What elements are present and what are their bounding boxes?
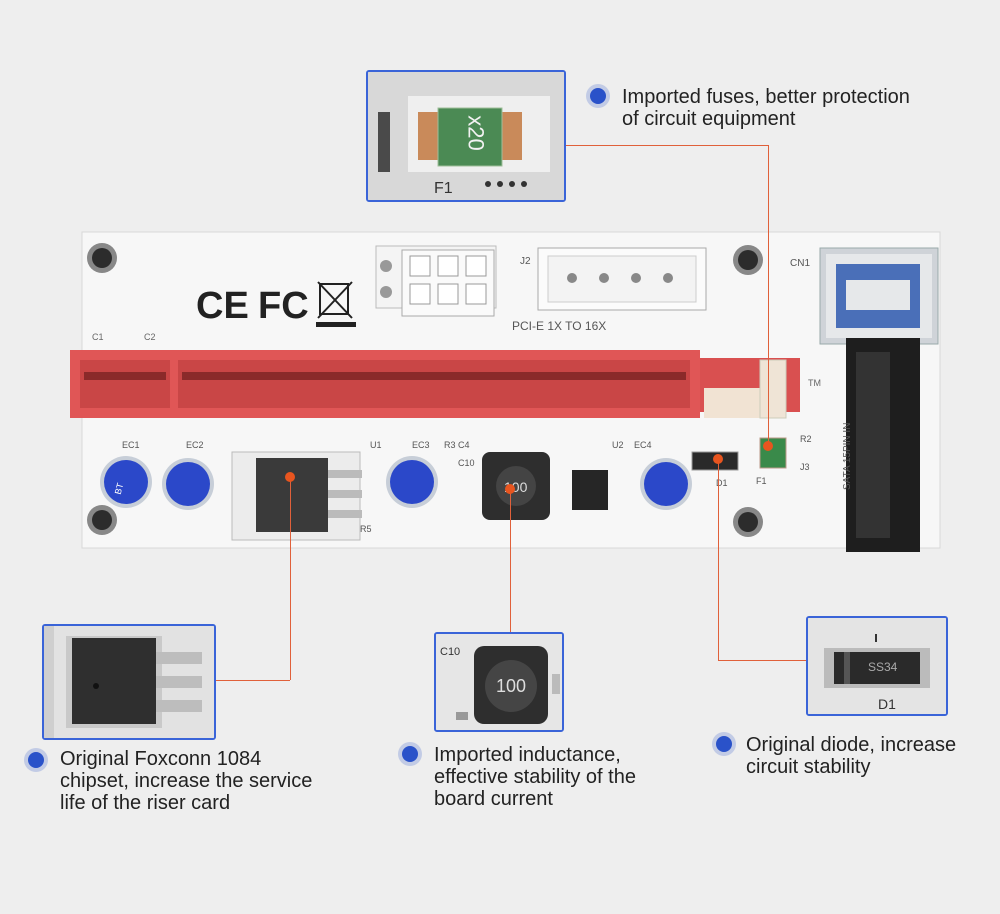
ec2-label: EC2 [186, 440, 204, 450]
molex-connector [537, 247, 707, 311]
inductor-coil [482, 452, 550, 520]
sata-label: SATA 15PIN IN [842, 423, 853, 490]
u2-label: U2 [612, 440, 624, 450]
r2-label: R2 [800, 434, 812, 444]
chipset-callout-text: Original Foxconn 1084 chipset, increase … [60, 748, 380, 814]
f1-label: F1 [756, 476, 767, 486]
inductance-callout-line3: board current [434, 788, 553, 810]
inductance-callout-line1: Imported inductance, [434, 744, 621, 766]
leader-inductor-pin [505, 484, 515, 494]
d1-label: D1 [716, 478, 728, 488]
capacitor-ec4 [640, 458, 692, 510]
tm-label: TM [808, 378, 821, 388]
diode-callout-text: Original diode, increase circuit stabili… [746, 734, 996, 778]
diode-callout-line2: circuit stability [746, 756, 871, 778]
leader-diode-h [718, 660, 806, 661]
u1-label: U1 [370, 440, 382, 450]
six-pin-power-connector [375, 245, 497, 317]
ec1-label: EC1 [122, 440, 140, 450]
chipset-closeup-image [44, 626, 214, 738]
capacitor-ec3 [386, 456, 438, 508]
leader-chipset-h [213, 680, 290, 681]
mount-hole-top-mid [733, 245, 763, 275]
leader-fuse-h [566, 145, 768, 146]
diode-closeup-inset: SS34 D1 [806, 616, 948, 716]
inductance-callout-line2: effective stability of the [434, 766, 636, 788]
fc-mark: FC [258, 285, 309, 327]
weee-icon [316, 281, 356, 327]
diode-ref-label: D1 [878, 696, 896, 712]
voltage-regulator-chip [231, 451, 362, 541]
mount-hole-top-left [87, 243, 117, 273]
capacitor-ec1: BT [100, 456, 152, 508]
fuse-closeup-inset: x20 F1 [366, 70, 566, 202]
cn1-label: CN1 [790, 258, 810, 269]
j3-label: J3 [800, 462, 810, 472]
chipset-callout-line3: life of the riser card [60, 792, 231, 814]
c10-label: C10 [458, 458, 475, 468]
usb-port [819, 247, 939, 345]
leader-chipset-pin [285, 472, 295, 482]
chipset-closeup-inset [42, 624, 216, 740]
inductor-closeup-inset: C10 100 [434, 632, 564, 732]
ce-mark: CE [196, 285, 249, 327]
inductance-bullet-icon [402, 746, 418, 762]
fuse-closeup-image [368, 72, 564, 200]
leader-chipset-v [290, 478, 291, 680]
c1-label: C1 [92, 332, 104, 342]
diode-chip-label: SS34 [868, 660, 898, 674]
leader-fuse-v [768, 145, 769, 447]
diode-closeup-image [808, 618, 946, 714]
sata-connector [846, 338, 920, 552]
svg-text:BT: BT [113, 481, 126, 495]
j2-label: J2 [520, 256, 531, 267]
chipset-bullet-icon [28, 752, 44, 768]
diode-callout-line1: Original diode, increase [746, 734, 957, 756]
diode-bullet-icon [716, 736, 732, 752]
c2-label: C2 [144, 332, 156, 342]
mount-hole-bottom-left [87, 505, 117, 535]
pcie-x16-slot [70, 350, 800, 419]
mount-hole-bottom-mid [733, 507, 763, 537]
fuse-bullet-icon [590, 88, 606, 104]
fuse-chip-label: x20 [463, 115, 489, 151]
leader-diode-v [718, 460, 719, 660]
fuse-callout-text: Imported fuses, better protection of cir… [622, 86, 982, 130]
inductance-callout-text: Imported inductance, effective stability… [434, 744, 734, 810]
pcie-label: PCI-E 1X TO 16X [512, 319, 606, 333]
inductor-closeup-image [436, 634, 562, 730]
inductor-coil-label: 100 [496, 676, 527, 696]
fuse-callout-line2: of circuit equipment [622, 108, 796, 130]
leader-inductor-v [510, 490, 511, 632]
r3c4-label: R3 C4 [444, 440, 470, 450]
chipset-callout-line1: Original Foxconn 1084 [60, 748, 262, 770]
inductor-ref-label: C10 [440, 646, 461, 658]
fuse-callout-line1: Imported fuses, better protection [622, 86, 910, 108]
chipset-callout-line2: chipset, increase the service [60, 770, 313, 792]
leader-diode-pin [713, 454, 723, 464]
ic-u2 [572, 470, 608, 510]
capacitor-ec2 [162, 458, 214, 510]
leader-fuse-pin [763, 441, 773, 451]
ec4-label: EC4 [634, 440, 652, 450]
ec3-label: EC3 [412, 440, 430, 450]
fuse-ref-label: F1 [434, 180, 453, 197]
r5-label: R5 [360, 524, 372, 534]
